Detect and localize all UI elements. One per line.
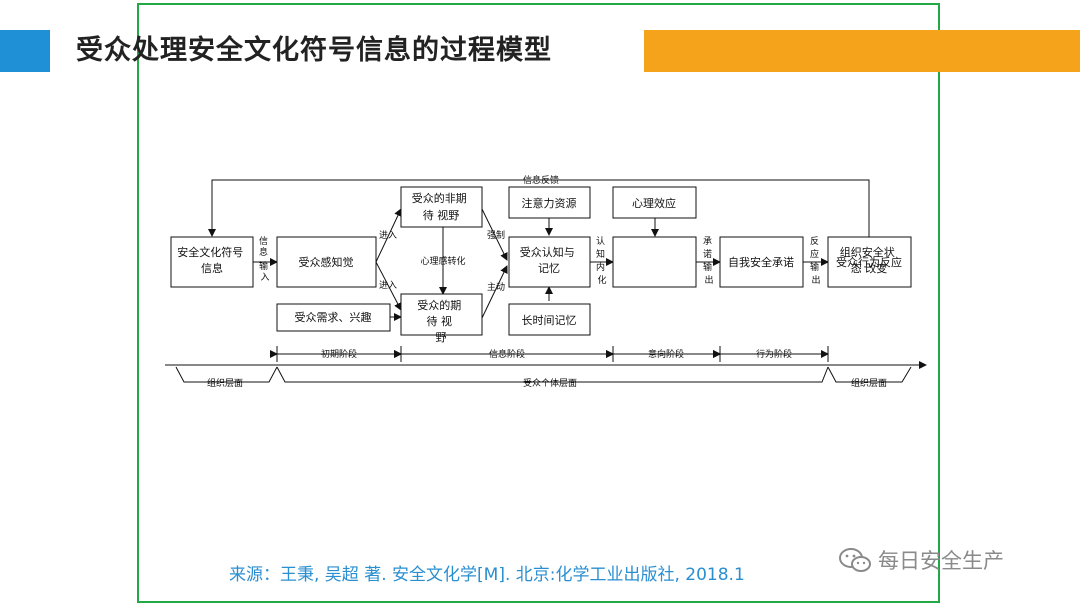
label-forced: 强制 [487,229,505,241]
level-label-org-left: 组织层面 [207,377,243,389]
stage-label-intention: 意向阶段 [648,348,684,360]
source-citation: 来源：王秉, 吴超 著. 安全文化学[M]. 北京:化学工业出版社, 2018.… [229,565,745,585]
label-enter-top: 进入 [379,230,397,241]
wechat-icon [839,548,871,572]
label-enter-bottom: 进入 [379,280,397,291]
node-needs-interests: 受众需求、兴趣 [295,310,372,324]
node-perception: 受众感知觉 [299,255,354,269]
node-behavior-response: 受众行为反应 [836,255,902,269]
slide-frame [137,3,940,603]
watermark: 每日安全生产 [838,545,1004,575]
stage-label-behavior: 行为阶段 [756,348,792,360]
stage-dividers [270,346,829,362]
node-longterm-memory: 长时间记忆 [522,314,577,327]
feedback-loop: 信息反馈 [208,174,870,238]
stage-label-information: 信息阶段 [489,348,525,360]
label-active: 主动 [487,281,505,293]
title-accent-left [0,30,50,72]
node-org-change: 组织安全状 态 改变 [840,245,899,275]
level-label-org-right: 组织层面 [851,377,887,389]
node-expected-view: 受众的期 待 视 野 [417,298,465,344]
node-self-commitment: 自我安全承诺 [728,255,794,269]
level-label-individual: 受众个体层面 [523,377,577,389]
label-commit-output: 承 诺 输 出 [703,236,715,286]
node-unexpected-view: 受众的非期 待 视野 [412,191,471,222]
stage-label-initial: 初期阶段 [321,348,357,360]
watermark-text: 每日安全生产 [878,549,1004,573]
label-react-output: 反 应 输 出 [810,236,822,286]
label-cognize: 认 知 内 化 [596,235,608,286]
process-model-diagram: 信息反馈 安全文化符号 信息 [165,174,927,389]
node-psych-effect: 心理效应 [632,196,676,210]
label-info-input: 信 息 输 入 [259,235,271,283]
label-psych-shift: 心理感转化 [420,255,465,267]
connectors [253,208,829,321]
title-accent-right [644,30,1080,72]
level-axis: 组织层面 受众个体层面 组织层面 [165,361,927,389]
feedback-label: 信息反馈 [523,174,559,186]
node-attention-resources: 注意力资源 [522,196,577,210]
slide-title: 受众处理安全文化符号信息的过程模型 [76,35,552,66]
node-safety-symbol: 安全文化符号 信息 [177,245,247,275]
node-cognition-memory: 受众认知与 记忆 [520,245,579,275]
box-outlines [170,186,912,336]
